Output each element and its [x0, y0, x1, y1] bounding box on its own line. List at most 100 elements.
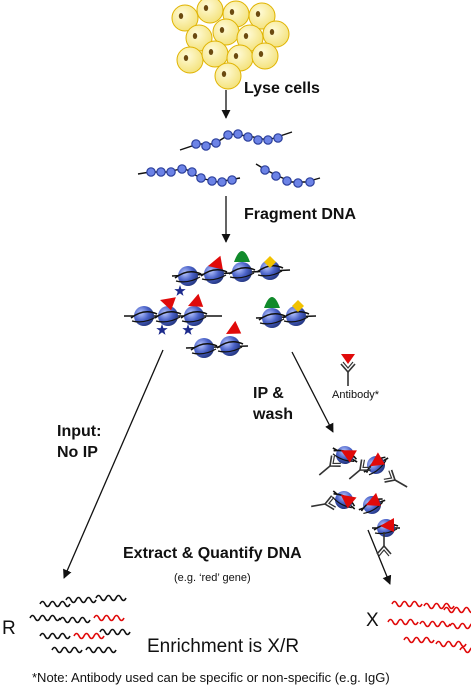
nucleosome — [158, 306, 178, 326]
nucleosome-bead — [233, 129, 243, 139]
step-ip-wash-line2: wash — [253, 406, 294, 423]
nucleosome-bead — [217, 177, 227, 187]
dna-wrap — [283, 316, 309, 323]
arrow-input — [63, 349, 164, 579]
dna-read-red — [419, 620, 451, 628]
cell — [176, 46, 204, 74]
chromatin-strand-left — [137, 164, 241, 187]
nucleosome-bead — [166, 167, 176, 177]
dna-wrap — [228, 266, 256, 275]
antibody-legend — [340, 354, 356, 386]
histone-mark-yellow — [292, 300, 304, 312]
antibody-stem — [311, 503, 326, 508]
ip-complex — [332, 446, 358, 464]
histone-mark-red — [380, 518, 394, 532]
nucleosome — [194, 338, 214, 358]
dna-wrap — [191, 348, 217, 355]
cell-nucleus — [208, 49, 214, 55]
nucleosome — [134, 306, 154, 326]
cell — [214, 62, 242, 90]
dna-read-red — [423, 602, 455, 610]
dna-wrap — [155, 316, 181, 323]
dna-wrap — [180, 310, 208, 319]
nucleosome-bead — [227, 175, 237, 185]
nucleosome-bead — [187, 167, 197, 177]
ip-complexes — [311, 446, 408, 557]
ip-dna-reads — [387, 600, 471, 654]
histone-mark-red — [340, 494, 357, 509]
fragment-top — [171, 251, 291, 296]
result-letter-r: R — [2, 618, 16, 639]
antibody-icon — [383, 469, 408, 488]
chromatin-strand-top — [179, 129, 293, 151]
nucleosome-bead — [223, 130, 233, 140]
fragment-bottom — [185, 320, 249, 358]
cell-nucleus — [178, 13, 184, 19]
dna-read-red — [443, 606, 471, 614]
footnote: *Note: Antibody used can be specific or … — [32, 670, 390, 685]
enrichment-formula: Enrichment is X/R — [147, 636, 300, 657]
nucleosome-bead — [207, 176, 217, 186]
step-fragment-dna: Fragment DNA — [244, 206, 357, 223]
histone-mark-green — [264, 297, 280, 308]
antibody-arm — [328, 496, 337, 508]
chromatin-strand-right — [255, 163, 321, 188]
dna-wrap — [200, 268, 228, 277]
nucleosome-bead — [211, 138, 221, 148]
input-dna-reads — [29, 594, 131, 654]
nucleosome-bead — [263, 135, 273, 145]
nucleosome-bead — [293, 178, 303, 188]
dna-wrap — [174, 270, 202, 279]
dna-read-red — [93, 614, 125, 622]
nucleosome — [178, 266, 198, 286]
nucleosome — [262, 308, 282, 328]
dna-read-black — [29, 614, 61, 622]
histone-mark-red — [369, 452, 385, 467]
cell-nucleus — [221, 71, 227, 77]
histone-mark-red — [365, 492, 381, 507]
step-extract-quantify: Extract & Quantify DNA — [123, 545, 302, 562]
antibody-stem — [394, 479, 408, 488]
nucleosome-bead — [271, 171, 281, 181]
dna-read-red — [387, 618, 419, 626]
histone-mark-red — [160, 297, 176, 311]
nucleosome — [204, 264, 224, 284]
histone-mark-star — [156, 324, 168, 335]
dna-wrap — [282, 310, 310, 319]
cell-nucleus — [219, 27, 225, 33]
fragment-left — [124, 293, 222, 335]
antibody-stem — [348, 469, 361, 480]
cell-nucleus — [258, 51, 264, 57]
dna-read-red — [403, 636, 435, 644]
dna-read-black — [85, 646, 117, 654]
dna-wrap — [229, 272, 255, 279]
dna-read-red — [449, 622, 471, 630]
dna-read-black — [51, 646, 83, 654]
antibody-icon — [376, 532, 392, 557]
dna-wrap — [363, 501, 384, 515]
histone-mark-red — [208, 255, 223, 270]
cell — [196, 0, 224, 24]
nucleosome — [220, 336, 240, 356]
antibody-stem — [318, 465, 331, 476]
antibody-icon — [311, 495, 337, 511]
ip-complex — [358, 492, 386, 515]
dna-wrap — [181, 316, 207, 323]
dna-wrap — [332, 453, 355, 462]
nucleosome-bead — [146, 167, 156, 177]
dna-wrap — [257, 270, 283, 277]
cell — [248, 2, 276, 30]
cell-nucleus — [233, 53, 239, 59]
antibody-arm — [378, 549, 390, 557]
dna-wrap — [201, 274, 227, 281]
antibody-icon — [318, 455, 341, 476]
nucleosome-bead — [243, 132, 253, 142]
histone-mark-red — [226, 320, 242, 334]
nucleosome-bead — [273, 133, 283, 143]
dna-read-red — [73, 632, 105, 640]
nucleosome — [232, 262, 252, 282]
dna-wrap — [217, 346, 243, 353]
step-ip-wash-line1: IP & — [253, 385, 284, 402]
nucleosome-bead — [196, 173, 206, 183]
